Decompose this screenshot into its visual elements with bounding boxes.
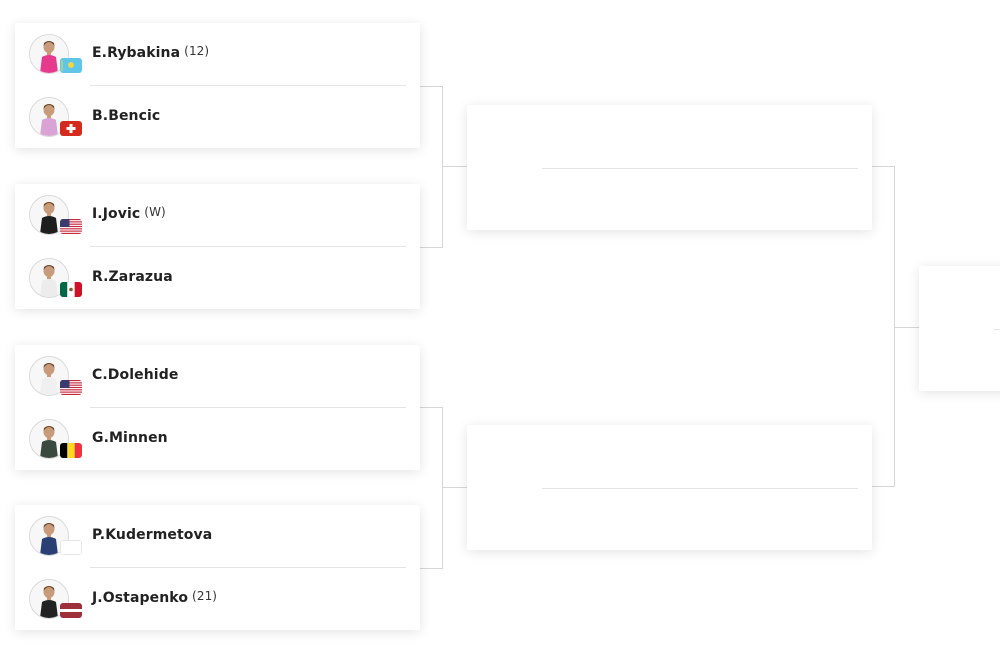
player-name: R.Zarazua <box>92 269 173 285</box>
match-card-4[interactable]: P.Kudermetova J.Ostapenko(21) <box>15 505 420 630</box>
match-card-round3-1[interactable] <box>919 266 1000 391</box>
player-row[interactable]: C.Dolehide <box>15 345 420 407</box>
match-card-round2-1[interactable] <box>467 105 872 230</box>
player-name: I.Jovic(W) <box>92 205 166 222</box>
usa-flag-icon <box>60 219 82 234</box>
player-row[interactable]: J.Ostapenko(21) <box>15 568 420 630</box>
switzerland-flag-icon <box>60 121 82 136</box>
player-seed: (W) <box>144 205 166 219</box>
player-name: C.Dolehide <box>92 367 179 383</box>
player-row[interactable]: R.Zarazua <box>15 247 420 309</box>
player-seed: (21) <box>192 589 218 603</box>
player-name: J.Ostapenko(21) <box>92 589 218 606</box>
usa-flag-icon <box>60 380 82 395</box>
player-name: B.Bencic <box>92 108 161 124</box>
player-row[interactable]: G.Minnen <box>15 408 420 470</box>
player-name: E.Rybakina(12) <box>92 44 210 61</box>
divider <box>994 329 1000 330</box>
divider <box>90 567 406 568</box>
blank-flag-icon <box>60 540 82 555</box>
player-row[interactable]: E.Rybakina(12) <box>15 23 420 85</box>
divider <box>542 168 858 169</box>
kazakhstan-flag-icon <box>60 58 82 73</box>
divider <box>90 85 406 86</box>
match-card-2[interactable]: I.Jovic(W) R.Zarazua <box>15 184 420 309</box>
match-card-round2-2[interactable] <box>467 425 872 550</box>
match-card-1[interactable]: E.Rybakina(12) B.Bencic <box>15 23 420 148</box>
player-name: P.Kudermetova <box>92 527 213 543</box>
player-name: G.Minnen <box>92 430 168 446</box>
player-row[interactable]: B.Bencic <box>15 86 420 148</box>
player-row[interactable]: P.Kudermetova <box>15 505 420 567</box>
player-avatar <box>29 195 69 235</box>
divider <box>542 488 858 489</box>
divider <box>90 246 406 247</box>
mexico-flag-icon <box>60 282 82 297</box>
divider <box>90 407 406 408</box>
belgium-flag-icon <box>60 443 82 458</box>
player-avatar <box>29 419 69 459</box>
player-row[interactable]: I.Jovic(W) <box>15 184 420 246</box>
player-seed: (12) <box>184 44 210 58</box>
match-card-3[interactable]: C.Dolehide G.Minnen <box>15 345 420 470</box>
latvia-flag-icon <box>60 603 82 618</box>
